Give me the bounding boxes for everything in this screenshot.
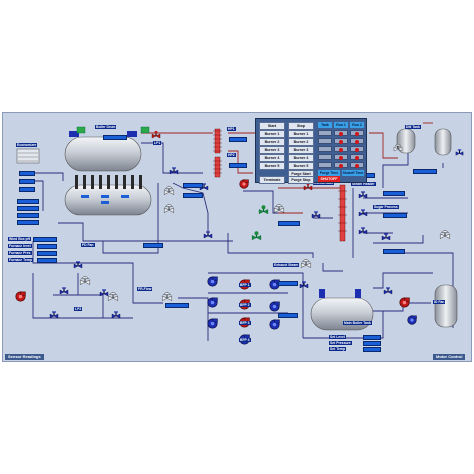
de-tank-label: DM Tank xyxy=(405,125,421,129)
exhaust-steam-label: Exhaust Steam xyxy=(273,263,300,267)
bfp3-label: BFP 3 xyxy=(239,321,251,325)
burner-5-tank-lamp xyxy=(318,162,332,168)
main-boiler-tank-label: Main Boiler Tank xyxy=(343,321,372,325)
lp2-label: LP2 xyxy=(74,307,83,311)
purge-stop-button[interactable]: Purge Stop xyxy=(288,176,314,184)
wind-box-label: Wind Box pH xyxy=(8,237,32,241)
burner-5-start[interactable]: Burner 5 xyxy=(259,162,285,170)
readout xyxy=(17,206,39,211)
burner-3-stop[interactable]: Burner 3 xyxy=(288,146,314,154)
stop-button[interactable]: Stop xyxy=(288,122,314,130)
start-button[interactable]: Start xyxy=(259,122,285,130)
set-temp-label: Set Temp xyxy=(329,347,347,351)
sensor-readings-button[interactable]: Sensor Readings xyxy=(5,354,44,360)
burner-3-tank-lamp xyxy=(318,146,332,152)
furnace-level-label: Furnace level xyxy=(8,244,32,248)
burner-1-stop[interactable]: Burner 1 xyxy=(288,130,314,138)
burner-2-run1-lamp xyxy=(334,138,348,144)
readout xyxy=(17,199,39,204)
run1-header: Run 1 xyxy=(334,122,348,128)
run2-header: Run 2 xyxy=(350,122,364,128)
flow-label: FR-Flow xyxy=(137,287,153,291)
burner-1-start[interactable]: Burner 1 xyxy=(259,130,285,138)
set-pressure-readout xyxy=(363,341,381,346)
wind-box-readout xyxy=(33,237,57,242)
readout xyxy=(183,193,203,198)
set-pressure-label: Set Pressure xyxy=(329,341,352,345)
economizer-label: Economizer xyxy=(16,143,38,147)
readout xyxy=(183,183,203,188)
readout xyxy=(229,137,247,142)
burner-5-stop[interactable]: Burner 5 xyxy=(288,162,314,170)
fd-fan-label: FD Fan xyxy=(81,243,95,247)
readout xyxy=(278,281,298,286)
burner-1-tank-lamp xyxy=(318,130,332,136)
readout xyxy=(383,191,405,196)
burner-4-stop[interactable]: Burner 4 xyxy=(288,154,314,162)
readout xyxy=(19,179,35,184)
id-fan-label: ID Fan xyxy=(433,300,446,304)
hp1-label: HP1 xyxy=(227,127,236,131)
terminate-button[interactable]: Terminate xyxy=(259,176,285,184)
furnace-pres-label: Furnace Pres xyxy=(8,251,32,255)
bfp1-label: BFP 1 xyxy=(239,283,251,287)
readout xyxy=(383,213,407,218)
readout xyxy=(229,163,247,168)
readout xyxy=(17,220,39,225)
furnace-pres-readout xyxy=(37,251,57,256)
burner-5-run1-lamp xyxy=(334,162,348,168)
burner-5-run2-lamp xyxy=(350,162,364,168)
burner-2-start[interactable]: Burner 2 xyxy=(259,138,285,146)
motor-control-button[interactable]: Motor Control xyxy=(433,354,466,360)
bfp4-label: BFP 4 xyxy=(239,338,251,342)
burner-4-tank-lamp xyxy=(318,154,332,160)
bfp2-label: BFP 2 xyxy=(239,303,251,307)
burner-4-start[interactable]: Burner 4 xyxy=(259,154,285,162)
burner-4-run1-lamp xyxy=(334,154,348,160)
purge-time-label: Purge Time xyxy=(318,170,340,176)
steam-header-label: Steam Header xyxy=(351,182,376,186)
readout xyxy=(278,313,298,318)
burner-3-start[interactable]: Burner 3 xyxy=(259,146,285,154)
shutoff-alarm: SHUTOFF xyxy=(318,176,340,182)
lp1-label: LP1 xyxy=(153,141,162,145)
readout xyxy=(413,169,437,174)
furnace-temp-readout xyxy=(37,258,57,263)
readout xyxy=(165,303,189,308)
readout xyxy=(103,135,127,140)
burner-1-run2-lamp xyxy=(350,130,364,136)
process-diagram xyxy=(15,122,464,345)
set-level-label: Set Level xyxy=(329,335,346,339)
boiler-drum-label: Boiler Drum xyxy=(95,125,117,129)
tank-header: Tank xyxy=(318,122,332,128)
burner-3-run1-lamp xyxy=(334,146,348,152)
boiler-drum-lower xyxy=(64,175,152,216)
furnace-temp-label: Furnace Temp xyxy=(8,258,33,262)
shutoff-time-label: Shutoff Time xyxy=(342,170,364,176)
furnace-level-readout xyxy=(37,244,57,249)
deaerator-tank xyxy=(396,128,458,328)
burner-2-tank-lamp xyxy=(318,138,332,144)
burner-control-panel: Start Stop Tank Run 1 Run 2 Burner 1 Bur… xyxy=(255,118,367,184)
scada-screen: Boiler Drum Economizer LP1 HP1 HP2 Steam… xyxy=(2,112,472,362)
burner-2-stop[interactable]: Burner 2 xyxy=(288,138,314,146)
burner-4-run2-lamp xyxy=(350,154,364,160)
set-temp-readout xyxy=(363,347,381,352)
condensate-label: Condensate xyxy=(313,181,335,185)
sugar-process-label: Sugar Process xyxy=(373,205,399,209)
readout xyxy=(143,243,163,248)
burner-2-run2-lamp xyxy=(350,138,364,144)
readout xyxy=(19,187,35,192)
readout xyxy=(17,213,39,218)
set-level-readout xyxy=(363,335,381,340)
readout xyxy=(19,171,35,176)
burner-1-run1-lamp xyxy=(334,130,348,136)
burner-3-run2-lamp xyxy=(350,146,364,152)
readout xyxy=(383,249,405,254)
hp2-label: HP2 xyxy=(227,153,236,157)
readout xyxy=(278,221,300,226)
